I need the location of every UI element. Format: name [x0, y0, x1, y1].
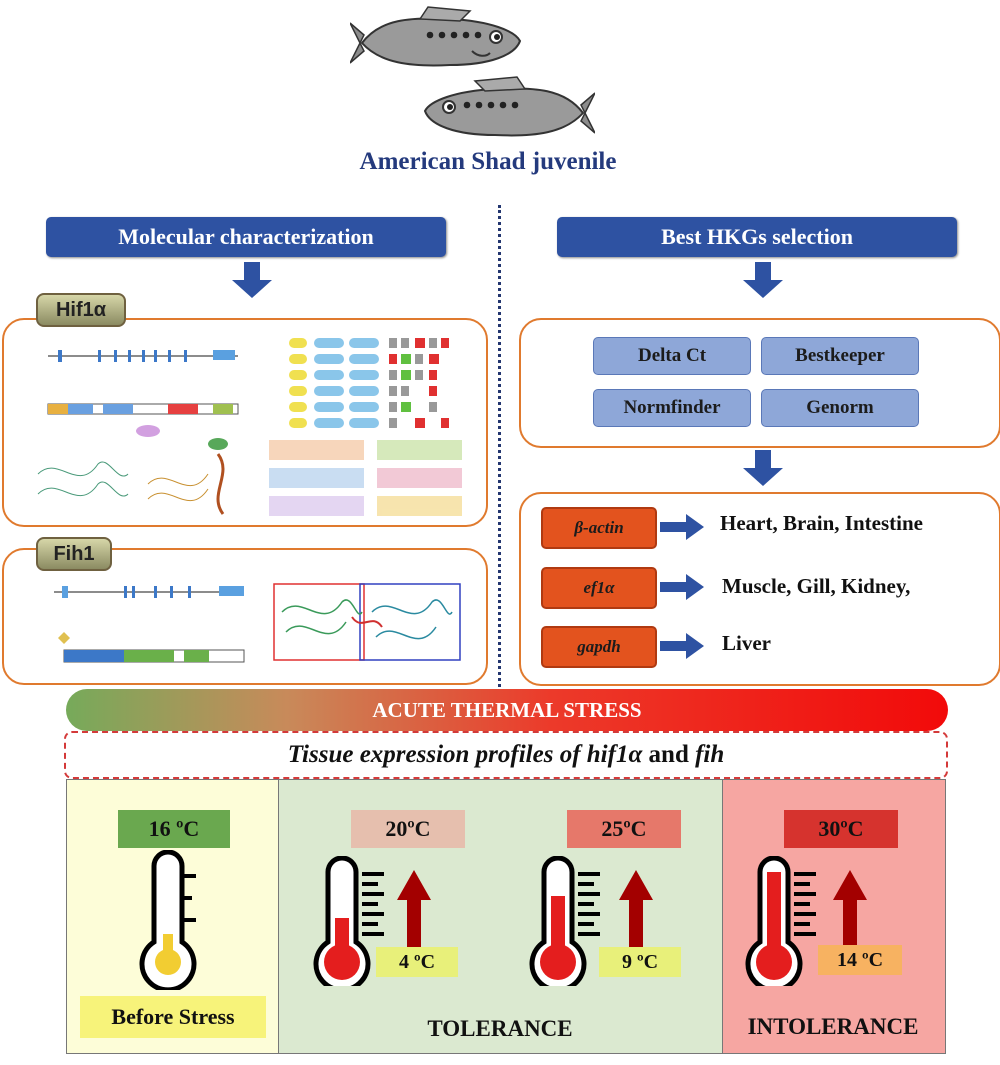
fih1-tag: Fih1	[36, 537, 112, 571]
fish-icon	[350, 6, 522, 67]
delta-4: 4 ºC	[376, 947, 458, 977]
right-arrow-icon	[660, 574, 704, 600]
methods-panel	[519, 318, 1000, 448]
fih1-dimer-figure	[272, 582, 462, 662]
hif1a-domain-alignment-figure	[259, 330, 474, 520]
molecular-characterization-header: Molecular characterization	[46, 217, 446, 257]
method-bestkeeper: Bestkeeper	[761, 337, 919, 375]
fih1-panel	[2, 548, 488, 685]
tissues-ef1a: Muscle, Gill, Kidney,	[722, 574, 911, 598]
profile-heading-prefix: Tissue expression profiles of hif1	[287, 741, 629, 768]
gene-ef1a: ef1α	[541, 567, 657, 609]
up-arrow-icon	[619, 870, 653, 950]
tissues-gapdh: Liver	[722, 631, 771, 655]
right-arrow-icon	[660, 514, 704, 540]
thermometer-icon	[313, 856, 384, 986]
thermometer-icon	[745, 856, 816, 986]
page-title: American Shad juvenile	[359, 148, 617, 175]
down-arrow-icon	[232, 262, 272, 298]
gene-gapdh: gapdh	[541, 626, 657, 668]
hif1a-structure-figure	[18, 334, 248, 519]
fish-icon	[423, 76, 595, 137]
profile-heading-alpha: α	[628, 741, 643, 768]
delta-9: 9 ºC	[599, 947, 681, 977]
profile-heading-fih: fih	[695, 741, 725, 768]
fih1-structure-figure	[24, 572, 254, 672]
right-arrow-icon	[660, 633, 704, 659]
temp-16: 16 ºC	[118, 810, 230, 848]
up-arrow-icon	[833, 870, 867, 950]
tissues-beta-actin: Heart, Brain, Intestine	[720, 511, 923, 535]
method-normfinder: Normfinder	[593, 389, 751, 427]
acute-thermal-stress-bar: ACUTE THERMAL STRESS	[66, 689, 948, 731]
temp-20: 20ºC	[351, 810, 465, 848]
thermometer-icon	[139, 850, 197, 990]
intolerance-label: INTOLERANCE	[747, 1014, 919, 1039]
down-arrow-icon	[743, 450, 783, 486]
profile-heading: Tissue expression profiles of hif1α and …	[64, 731, 948, 779]
best-hkgs-selection-header: Best HKGs selection	[557, 217, 957, 257]
tolerance-label: TOLERANCE	[427, 1016, 573, 1041]
method-delta-ct: Delta Ct	[593, 337, 751, 375]
before-stress-label: Before Stress	[80, 996, 266, 1038]
up-arrow-icon	[397, 870, 431, 950]
delta-14: 14 ºC	[818, 945, 902, 975]
section-divider	[498, 205, 501, 687]
gene-beta-actin: β-actin	[541, 507, 657, 549]
hif1a-tag: Hif1α	[36, 293, 126, 327]
thermometer-icon	[529, 856, 600, 986]
profile-heading-and: and	[642, 741, 696, 768]
down-arrow-icon	[743, 262, 783, 298]
hif1a-panel	[2, 318, 488, 527]
temp-25: 25ºC	[567, 810, 681, 848]
temp-30: 30ºC	[784, 810, 898, 848]
method-genorm: Genorm	[761, 389, 919, 427]
